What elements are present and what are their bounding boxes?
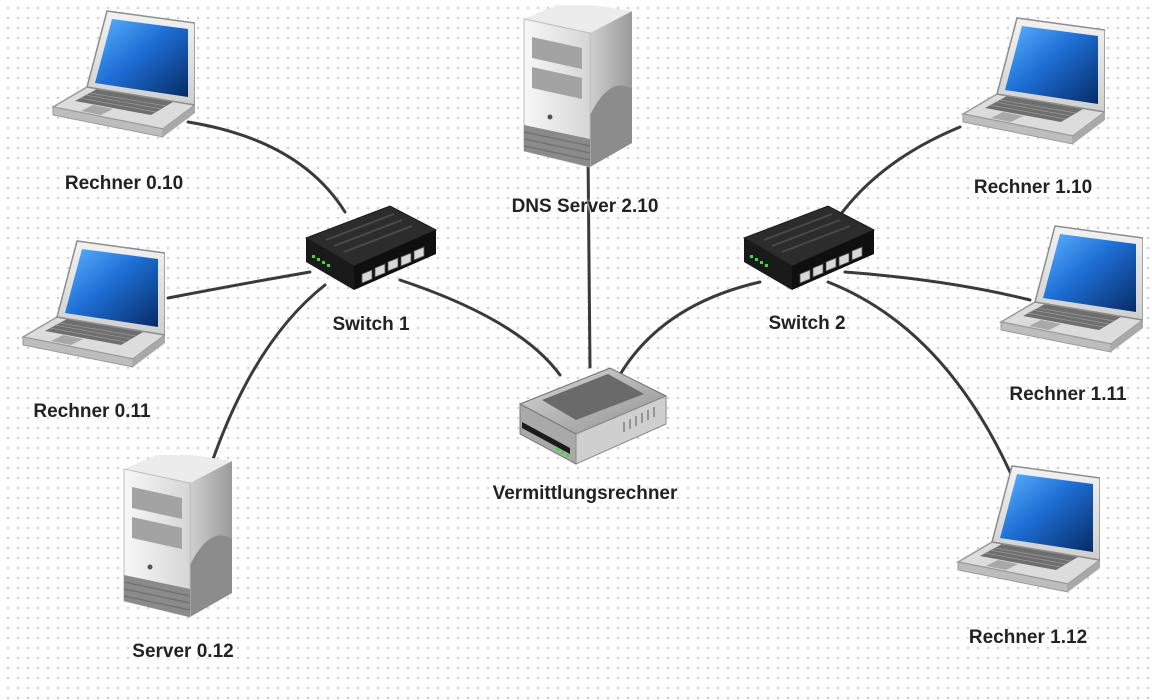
connections <box>166 120 1032 492</box>
edge-switch-2-rechner-1-12 <box>826 280 1020 492</box>
edge-switch-2-rechner-1-10 <box>836 125 962 220</box>
label-server-0-12: Server 0.12 <box>132 641 234 662</box>
laptop-icon[interactable] <box>22 240 165 368</box>
server-tower-icon[interactable] <box>123 451 233 618</box>
label-rechner-1-10: Rechner 1.10 <box>973 177 1093 198</box>
laptop-icon[interactable] <box>1000 225 1143 353</box>
edge-rechner-0-10-switch-1 <box>186 120 347 214</box>
label-dns-server: DNS Server 2.10 <box>511 196 659 217</box>
edge-switch-1-vermittlungsrechner <box>398 278 562 377</box>
edge-switch-2-rechner-1-11 <box>843 270 1032 302</box>
label-switch-1: Switch 1 <box>332 314 410 335</box>
server-tower-icon[interactable] <box>523 1 633 168</box>
label-rechner-1-12: Rechner 1.12 <box>968 627 1088 648</box>
label-rechner-0-11: Rechner 0.11 <box>33 401 151 422</box>
label-rechner-1-11: Rechner 1.11 <box>1009 384 1127 405</box>
devices <box>22 1 1143 618</box>
network-switch-icon[interactable] <box>743 205 875 291</box>
label-vermittlungsrechner: Vermittlungsrechner <box>492 483 678 504</box>
laptop-icon[interactable] <box>52 10 195 138</box>
edge-rechner-0-11-switch-1 <box>166 270 312 300</box>
laptop-icon[interactable] <box>962 17 1105 145</box>
label-switch-2: Switch 2 <box>768 313 846 334</box>
edge-dns-server-vermittlungsrechner <box>586 150 592 369</box>
router-icon[interactable] <box>519 367 667 465</box>
edge-server-0-12-switch-1 <box>210 283 327 464</box>
laptop-icon[interactable] <box>957 465 1100 593</box>
network-switch-icon[interactable] <box>305 205 437 291</box>
edge-switch-2-vermittlungsrechner <box>616 280 762 380</box>
label-rechner-0-10: Rechner 0.10 <box>64 173 184 194</box>
